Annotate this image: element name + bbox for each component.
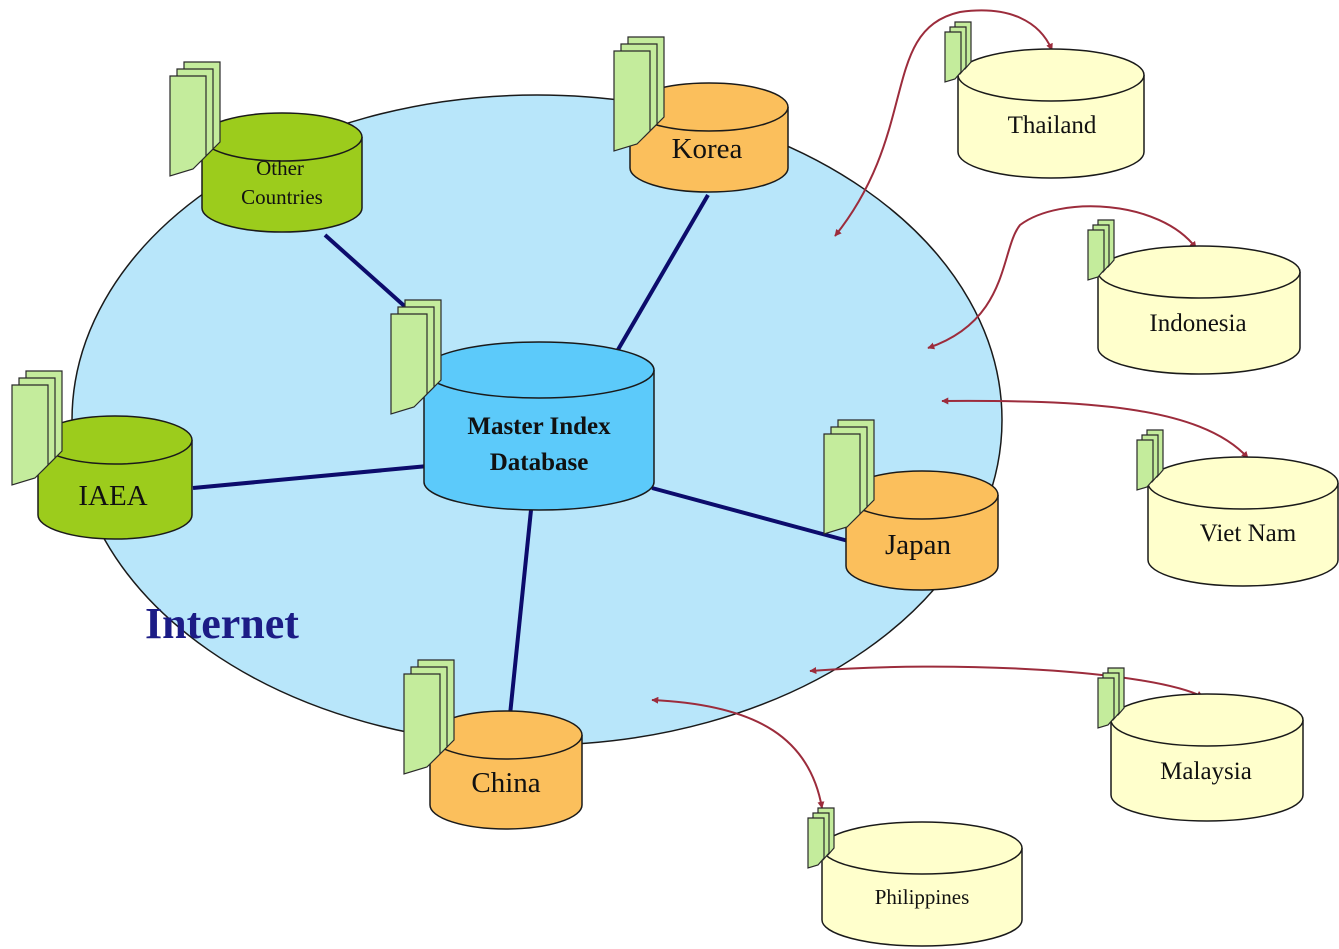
server-icon [1097,667,1125,729]
link-other-countries [323,233,422,322]
node-japan: Japan [823,419,999,591]
arrow-vietnam [941,397,1249,459]
indonesia-label: Indonesia [1149,310,1246,337]
arrow-thailand [834,9,1053,237]
node-malaysia: Malaysia [1097,667,1304,822]
link-japan [651,486,853,544]
server-icon [169,61,221,177]
server-icon [390,299,442,415]
server-icon [944,21,972,83]
node-china: China [403,659,583,830]
node-philippines: Philippines [807,807,1023,947]
node-viet-nam: Viet Nam [1136,429,1339,587]
master-label-line1: Master Index [467,413,611,440]
other-countries-label-line1: Other [256,156,304,180]
remote-connections [651,9,1249,809]
iaea-label: IAEA [78,480,147,512]
master-label-line2: Database [490,449,589,476]
internet-label: Internet [145,599,299,648]
node-thailand: Thailand [944,21,1145,179]
server-icon [403,659,455,775]
server-icon [11,370,63,486]
network-links [192,193,853,716]
korea-label: Korea [672,133,743,165]
link-iaea [192,464,429,490]
link-korea [610,193,710,362]
philippines-label: Philippines [875,885,970,909]
malaysia-label: Malaysia [1160,758,1252,785]
server-icon [807,807,835,869]
arrow-malaysia [809,665,1204,698]
node-indonesia: Indonesia [1087,219,1301,375]
thailand-label: Thailand [1008,112,1097,139]
server-icon [823,419,875,535]
server-icon [1087,219,1115,281]
node-iaea: IAEA [11,370,193,540]
viet-nam-label: Viet Nam [1200,520,1297,547]
link-china [508,509,533,716]
server-icon [1136,429,1164,491]
arrow-indonesia [927,205,1197,350]
japan-label: Japan [885,529,952,561]
server-icon [613,36,665,152]
china-label: China [471,767,540,799]
node-korea: Korea [613,36,789,193]
node-other-countries: Other Countries [169,61,363,233]
master-index-database: Master Index Database [390,299,655,511]
arrow-philippines [651,696,825,809]
other-countries-label-line2: Countries [241,185,323,209]
